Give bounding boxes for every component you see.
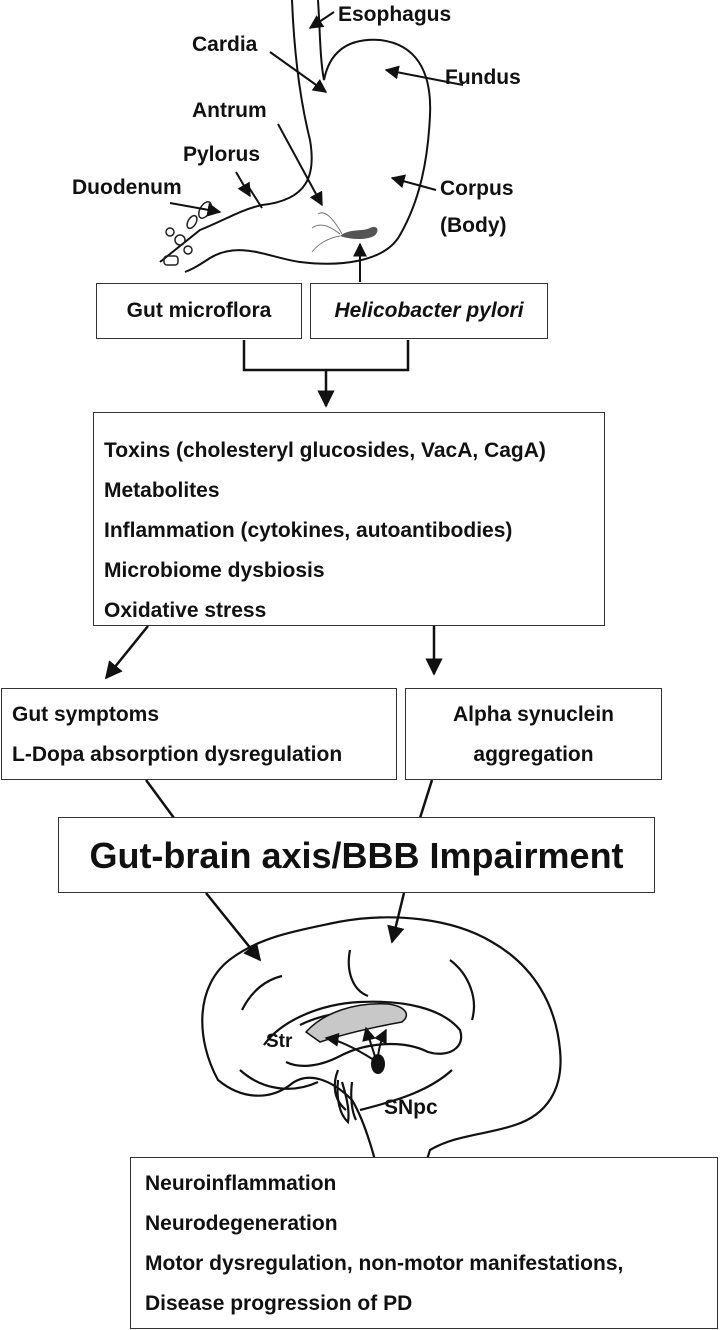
label-fundus: Fundus — [445, 66, 521, 89]
label-corpus: Corpus — [440, 177, 514, 200]
label-corpus-body: (Body) — [440, 214, 507, 237]
gut-effect-item: Gut symptoms — [12, 703, 160, 726]
alpha-synuclein-box: Alpha synuclein aggregation — [405, 688, 662, 780]
gut-microflora-text: Gut microflora — [126, 299, 272, 322]
outcomes-box: Neuroinflammation Neurodegeneration Moto… — [130, 1157, 718, 1329]
outcome-item: Disease progression of PD — [145, 1292, 413, 1315]
striatum-shape — [304, 1003, 408, 1043]
factor-item: Toxins (cholesteryl glucosides, VacA, Ca… — [104, 439, 546, 462]
alpha-synuclein-line: Alpha synuclein — [452, 703, 615, 726]
h-pylori-bacterium — [311, 212, 378, 253]
gut-microflora-box: Gut microflora — [96, 283, 302, 339]
gut-effects-box: Gut symptoms L-Dopa absorption dysregula… — [1, 688, 397, 780]
label-esophagus: Esophagus — [338, 3, 452, 26]
gut-effect-item: L-Dopa absorption dysregulation — [12, 743, 343, 766]
factor-item: Inflammation (cytokines, autoantibodies) — [104, 519, 513, 542]
label-cardia: Cardia — [192, 33, 258, 56]
label-str: Str — [266, 1031, 293, 1052]
stomach-label-arrows — [169, 11, 464, 282]
factor-item: Metabolites — [104, 479, 220, 502]
label-duodenum: Duodenum — [72, 176, 182, 199]
factor-item: Microbiome dysbiosis — [104, 559, 325, 582]
label-snpc: SNpc — [384, 1096, 438, 1119]
label-antrum: Antrum — [192, 99, 267, 122]
h-pylori-text: Helicobacter pylori — [334, 299, 524, 322]
outcome-item: Motor dysregulation, non-motor manifesta… — [145, 1252, 624, 1275]
factor-item: Oxidative stress — [104, 599, 267, 622]
outcome-item: Neurodegeneration — [145, 1212, 338, 1235]
alpha-synuclein-line: aggregation — [473, 743, 594, 766]
outcome-item: Neuroinflammation — [145, 1172, 337, 1195]
flow-connectors — [104, 340, 443, 962]
h-pylori-box: Helicobacter pylori — [310, 283, 548, 339]
label-pylorus: Pylorus — [183, 143, 261, 166]
pathogenic-factors-box: Toxins (cholesteryl glucosides, VacA, Ca… — [93, 412, 605, 626]
snpc-nucleus — [371, 1054, 385, 1074]
gut-brain-axis-title: Gut-brain axis/BBB Impairment — [89, 835, 624, 876]
duodenum-particles — [163, 201, 212, 266]
gut-brain-axis-box: Gut-brain axis/BBB Impairment — [58, 817, 655, 893]
